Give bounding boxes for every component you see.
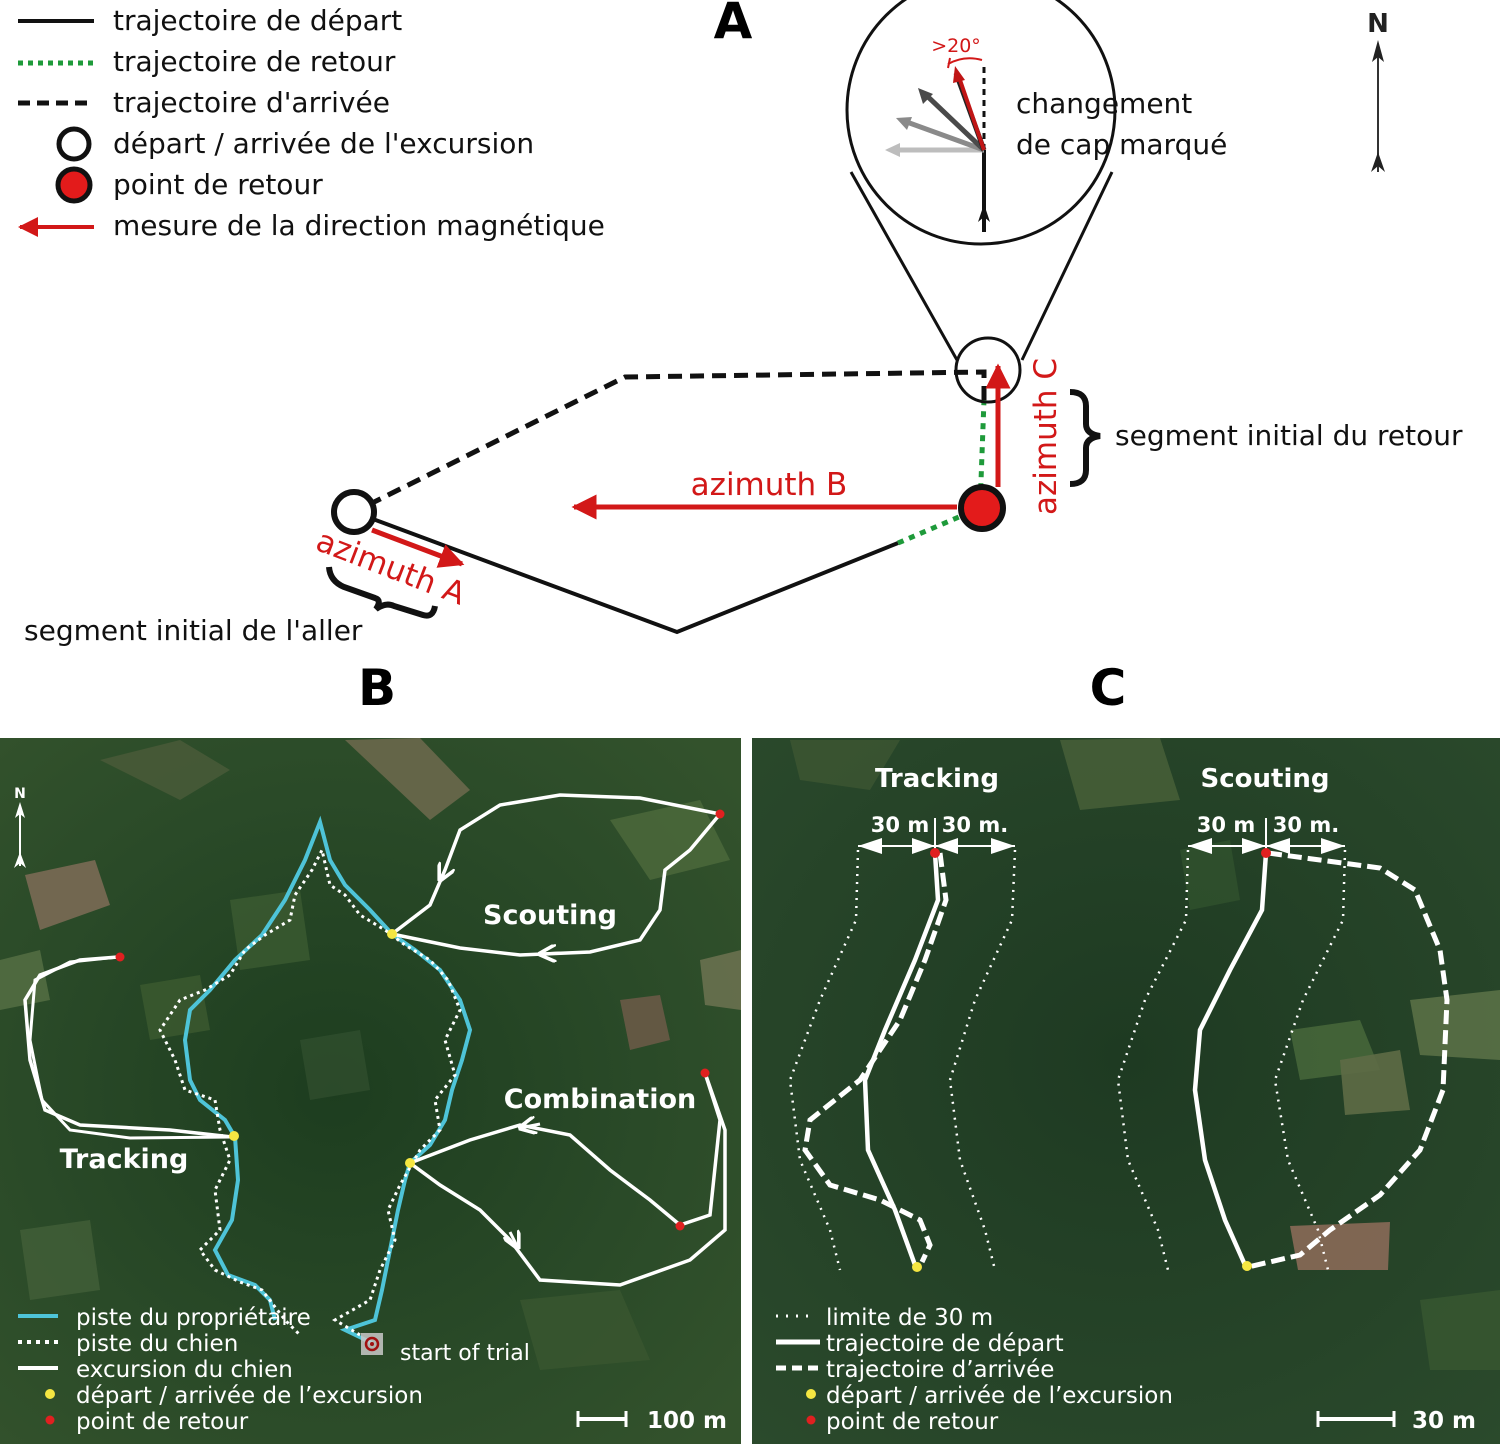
tracking-label-c: Tracking	[875, 764, 999, 794]
legend-c-departure: trajectoire de départ	[826, 1331, 1064, 1357]
panel-b-legend: piste du propriétaire piste du chien exc…	[18, 1305, 423, 1435]
start-end-marker	[331, 489, 377, 535]
tracking-start-dot-c	[912, 1262, 922, 1272]
return-segment-label: segment initial du retour	[1115, 419, 1463, 452]
north-arrow-b: N	[14, 786, 26, 868]
legend-label-start-end: départ / arrivée de l'excursion	[113, 127, 534, 160]
panel-c-map: Tracking Scouting 30 m 30 m. 30 m 30 m.	[752, 738, 1500, 1444]
turn-point-marker	[958, 484, 1006, 532]
legend-label-turn-point: point de retour	[113, 168, 323, 201]
scouting-start-dot-c	[1242, 1261, 1252, 1271]
outbound-segment-label: segment initial de l'aller	[24, 614, 363, 647]
legend-c-limit: limite de 30 m	[826, 1305, 993, 1331]
scale-bar-b: 100 m	[576, 1408, 727, 1434]
panel-a-legend: trajectoire de départ trajectoire de ret…	[18, 4, 605, 242]
tracking-start-dot	[229, 1131, 239, 1141]
scouting-label-b: Scouting	[483, 900, 617, 931]
azimuth-b-label: azimuth B	[691, 467, 848, 503]
scale-label-b: 100 m	[647, 1408, 727, 1434]
combination-label-b: Combination	[504, 1084, 696, 1115]
tracking-departure-path	[862, 852, 941, 1266]
svg-text:30 m.: 30 m.	[1273, 813, 1339, 837]
panel-b-map: start of trial Scouting Combination Trac…	[0, 738, 741, 1444]
heading-change-inset: >20° changement de cap marqué	[885, 35, 1227, 232]
combination-turn-dot-1	[700, 1068, 710, 1078]
panel-c-legend: limite de 30 m trajectoire de départ tra…	[776, 1305, 1173, 1435]
legend-b-turn: point de retour	[76, 1409, 249, 1435]
legend-label-arrival: trajectoire d'arrivée	[113, 86, 390, 119]
legend-open-circle-icon	[56, 126, 92, 162]
outbound-segment-brace	[326, 566, 438, 619]
scouting-turn-dot-c	[1261, 848, 1271, 858]
legend-label-departure: trajectoire de départ	[113, 4, 402, 37]
scouting-arrival-path	[1247, 850, 1450, 1270]
scouting-start-dot	[387, 929, 397, 939]
combination-start-dot	[405, 1158, 415, 1168]
combination-turn-dot-2	[675, 1221, 685, 1231]
scouting-departure-path	[1192, 852, 1269, 1266]
azimuth-a-arrow	[371, 527, 465, 568]
legend-b-dog-track: piste du chien	[76, 1331, 238, 1357]
north-arrow-a: N	[1367, 9, 1389, 172]
heading-change-circle	[954, 336, 1022, 404]
scouting-limit-left	[1116, 849, 1190, 1271]
inset-caption-line2: de cap marqué	[1016, 128, 1227, 161]
svg-text:30 m: 30 m	[1197, 813, 1255, 837]
combination-excursion-out	[409, 1072, 722, 1227]
tracking-excursion-back	[28, 955, 233, 1140]
scale-label-c: 30 m	[1412, 1408, 1476, 1434]
legend-c-start-end: départ / arrivée de l’excursion	[826, 1383, 1173, 1409]
scouting-turn-dot	[715, 809, 725, 819]
tracking-label-b: Tracking	[60, 1144, 189, 1175]
panel-c-letter: C	[1090, 659, 1127, 717]
return-segment-brace	[1069, 389, 1101, 487]
tracking-turn-dot	[115, 952, 125, 962]
inset-caption-line1: changement	[1016, 87, 1192, 120]
scale-bar-c: 30 m	[1316, 1408, 1476, 1434]
legend-red-dot-icon	[55, 166, 93, 204]
arrival-trajectory	[352, 369, 987, 515]
svg-text:30 m: 30 m	[871, 813, 929, 837]
legend-c-turn: point de retour	[826, 1409, 999, 1435]
distance-markers-scouting: 30 m 30 m.	[1188, 813, 1345, 854]
north-label-a: N	[1367, 9, 1389, 39]
panel-a: A trajectoire de départ trajectoire de r…	[18, 0, 1463, 647]
scouting-excursion-back	[391, 812, 722, 957]
azimuth-c-label: azimuth C	[1028, 358, 1064, 515]
scouting-excursion-out	[390, 793, 721, 936]
panel-a-letter: A	[714, 0, 753, 50]
zoom-cone-left	[849, 171, 959, 361]
legend-label-return: trajectoire de retour	[113, 45, 396, 78]
panel-b-letter: B	[358, 659, 396, 717]
legend-label-magnetic: mesure de la direction magnétique	[113, 209, 605, 242]
dog-track-line	[158, 845, 462, 1337]
start-of-trial-label: start of trial	[400, 1341, 530, 1366]
angle-label: >20°	[931, 35, 981, 57]
distance-markers-tracking: 30 m 30 m.	[858, 813, 1015, 854]
svg-text:30 m.: 30 m.	[942, 813, 1008, 837]
legend-b-owner: piste du propriétaire	[76, 1305, 311, 1331]
combination-excursion-back	[408, 1072, 727, 1287]
legend-b-excursion: excursion du chien	[76, 1357, 293, 1383]
legend-c-arrival: trajectoire d’arrivée	[826, 1357, 1054, 1383]
tracking-turn-dot-c	[930, 848, 940, 858]
tracking-arrival-path	[802, 852, 949, 1264]
svg-text:N: N	[14, 786, 26, 802]
zoom-cone-right	[1020, 171, 1114, 361]
legend-b-start-end: départ / arrivée de l’excursion	[76, 1383, 423, 1409]
scouting-label-c: Scouting	[1201, 764, 1330, 794]
zoom-inset-circle	[845, 0, 1117, 246]
scouting-limit-right	[1273, 849, 1347, 1271]
